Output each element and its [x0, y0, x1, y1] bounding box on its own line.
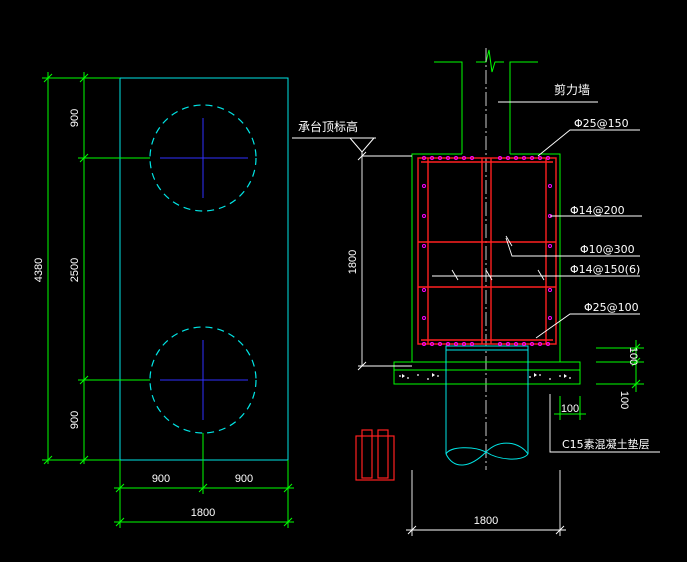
elevation-marker: [292, 137, 412, 157]
label-cap-top-elevation: 承台顶标高: [298, 119, 358, 134]
dim-bottom-900: 900: [69, 411, 81, 429]
label-rebar-tie: Φ10@300: [580, 243, 635, 256]
section-view: 承台顶标高 1800 剪力墙 Φ25@150 Φ14@200 Φ10@300 Φ…: [292, 48, 660, 536]
leader-lines: [432, 101, 660, 453]
dim-cushion-thickness: 100: [627, 347, 639, 365]
dim-cap-height: 1800: [347, 250, 359, 274]
dim-section-width: 1800: [474, 515, 498, 527]
rebar-dots: [422, 156, 552, 346]
label-rebar-top: Φ25@150: [574, 117, 629, 130]
pile-cap-outline: [119, 77, 289, 461]
rebar-cage: [417, 157, 557, 345]
dim-right-900: 900: [235, 473, 253, 485]
pile-cross-bottom: [160, 340, 248, 420]
shear-wall: [434, 49, 538, 154]
dim-top-900: 900: [69, 109, 81, 127]
label-cushion: C15素混凝土垫层: [562, 437, 650, 451]
cushion-hatch: [399, 373, 571, 380]
dim-middle-2500: 2500: [69, 258, 81, 282]
plan-view: 4380 900 2500 900 900 900 1800: [33, 72, 294, 528]
label-rebar-bottom: Φ25@100: [584, 301, 639, 314]
dim-width-1800: 1800: [191, 507, 215, 519]
cap-height-dimension: [357, 151, 412, 371]
label-rebar-stirrup: Φ14@150(6): [570, 263, 640, 276]
plan-vertical-dimensions: [42, 72, 150, 465]
section-width-dimension: [406, 470, 566, 536]
red-symbol: [355, 429, 395, 481]
dim-cushion-right: 100: [618, 391, 630, 409]
dim-left-900: 900: [152, 473, 170, 485]
dim-total-height: 4380: [33, 258, 45, 282]
dim-cushion-projection: 100: [561, 403, 579, 415]
cushion-dimensions: [554, 340, 644, 420]
label-rebar-side: Φ14@200: [570, 204, 625, 217]
pile-section: [445, 348, 529, 466]
pile-circle-bottom: [149, 326, 257, 434]
label-shear-wall: 剪力墙: [554, 82, 590, 97]
pile-circle-top: [149, 104, 257, 212]
plan-horizontal-dimensions: [114, 433, 294, 528]
pile-top-break: [445, 345, 529, 351]
section-cap-outline: [393, 153, 581, 385]
pile-cross-top: [160, 118, 248, 198]
